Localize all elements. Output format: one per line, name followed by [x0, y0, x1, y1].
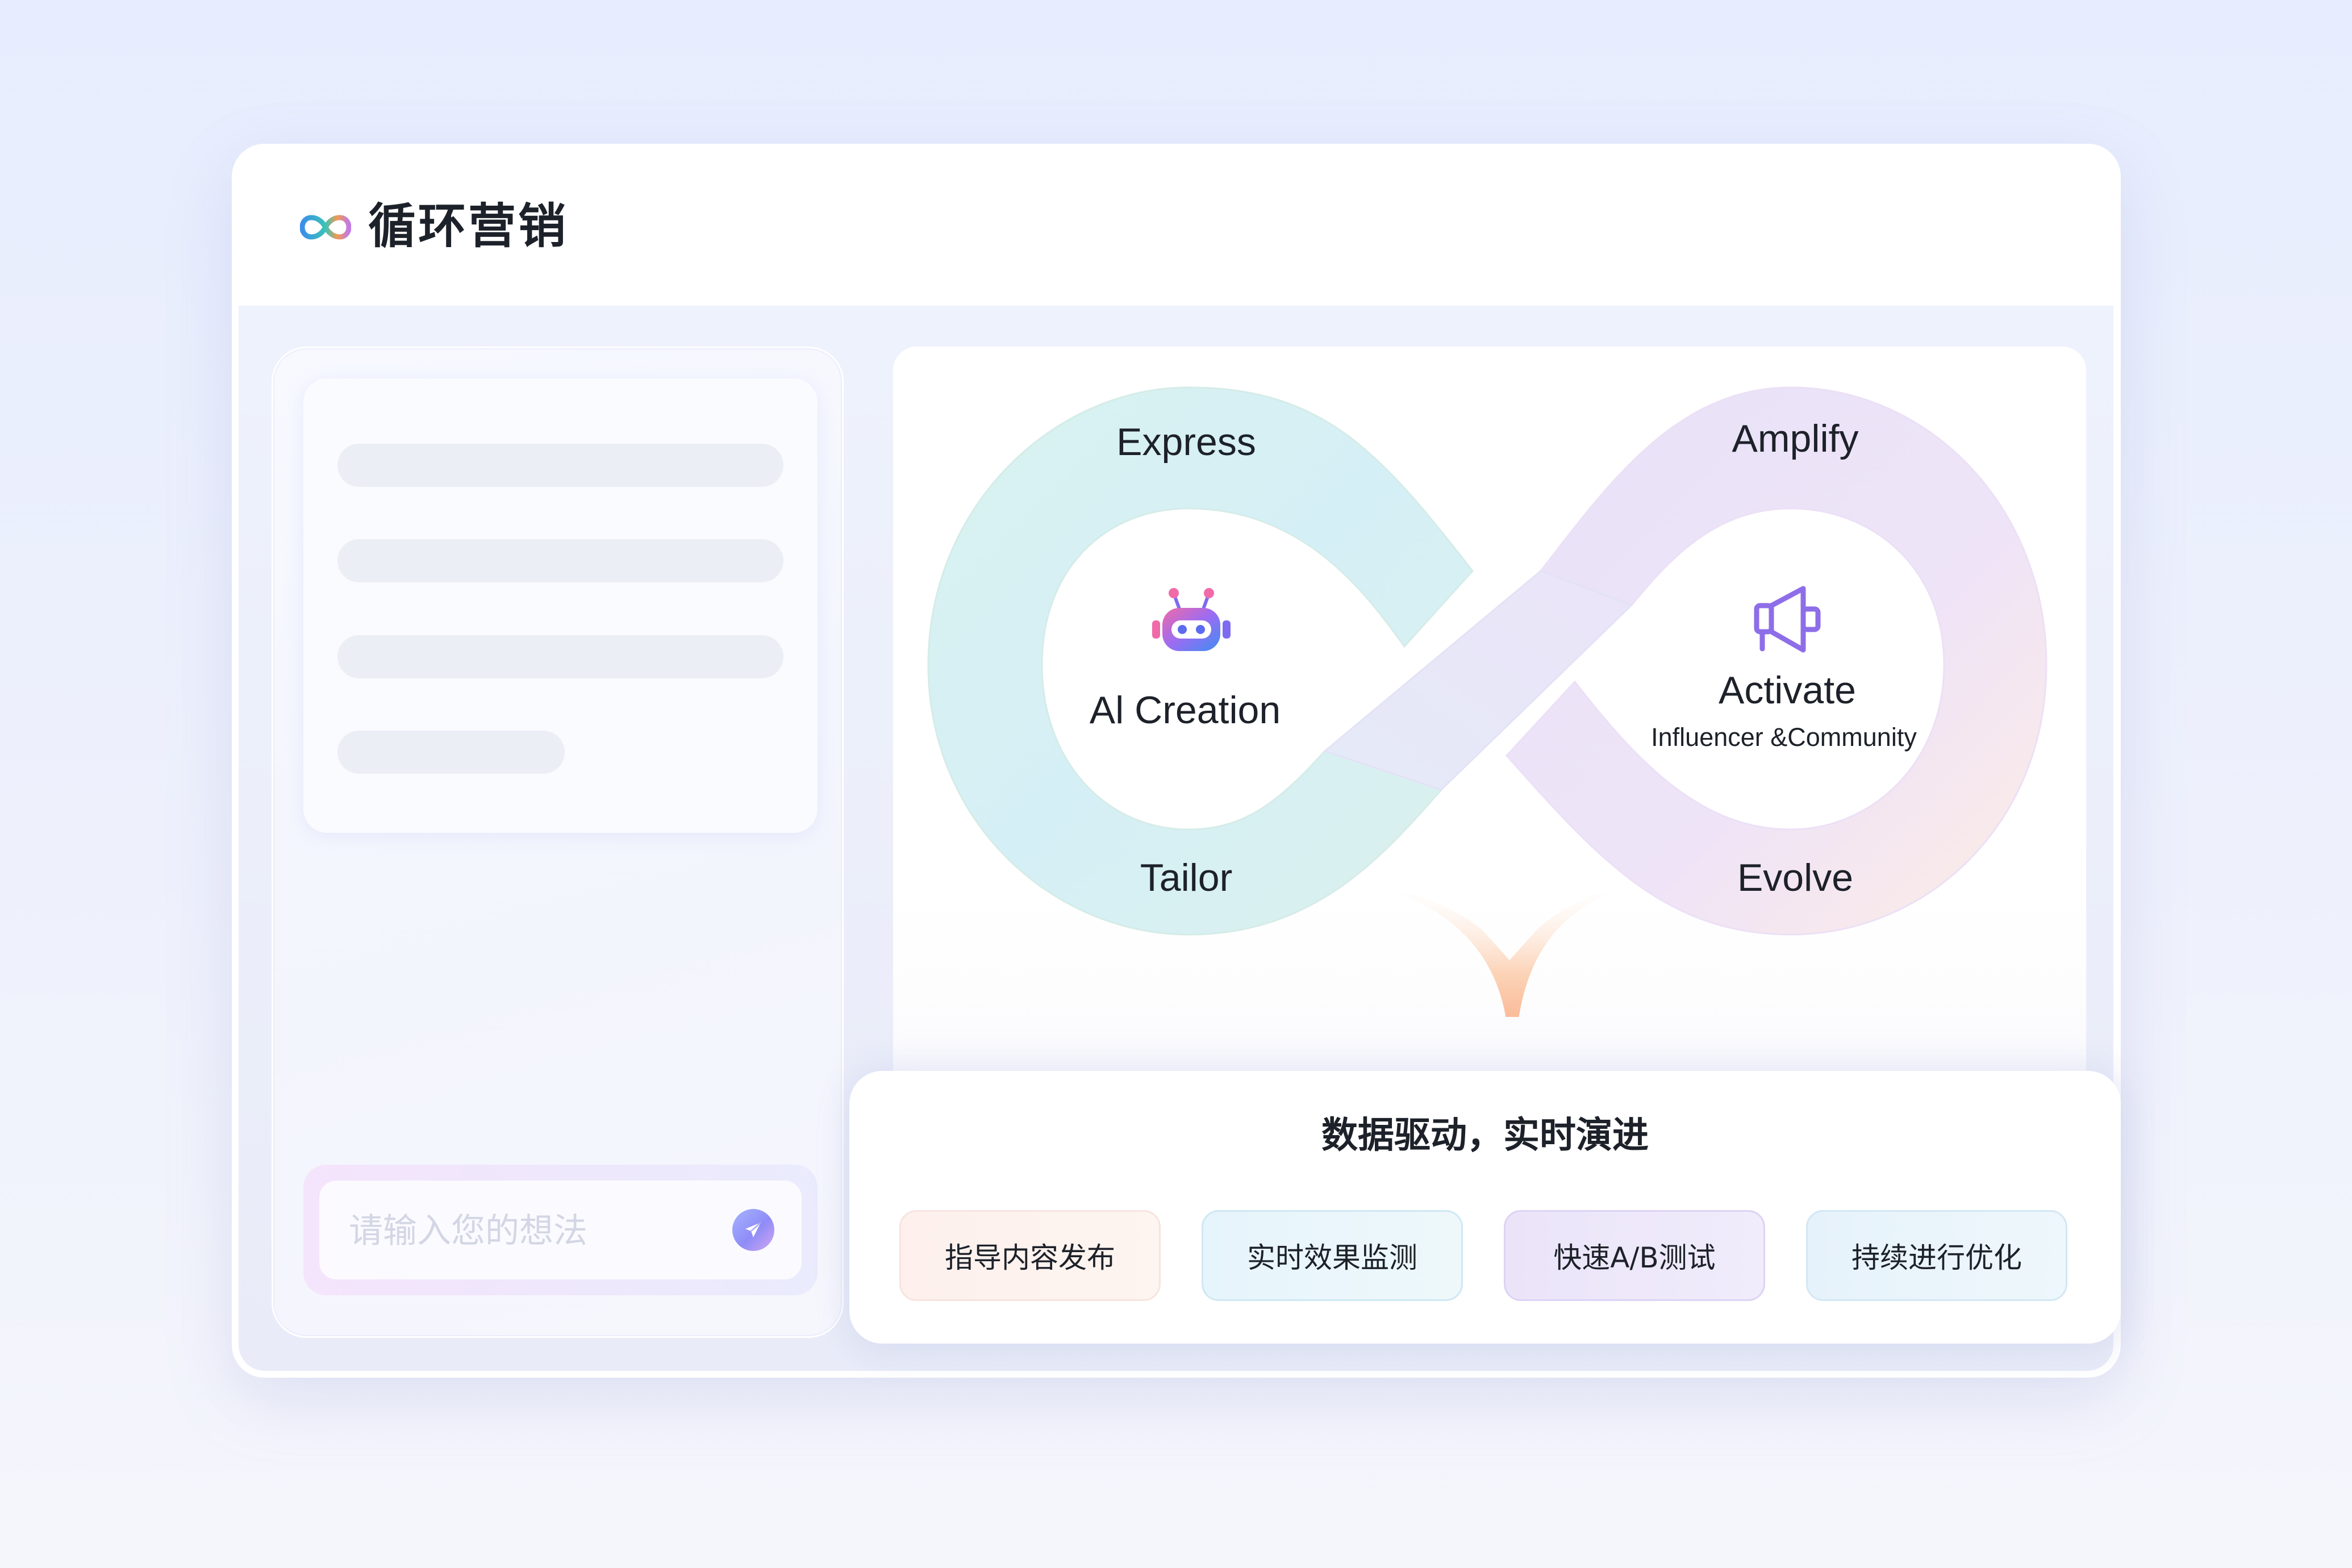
skeleton-line [337, 539, 783, 582]
chat-input-placeholder: 请输入您的想法 [349, 1211, 587, 1251]
activate-title: Activate [1719, 669, 1856, 712]
activate-subtitle: Influencer &Community [1651, 723, 1917, 752]
chat-input[interactable]: 请输入您的想法 [319, 1181, 802, 1279]
skeleton-line [337, 635, 783, 678]
chip-content-publishing[interactable]: 指导内容发布 [899, 1210, 1161, 1301]
label-express: Express [1116, 420, 1256, 464]
summary-card: 数据驱动，实时演进 指导内容发布 实时效果监测 快速A/B测试 持续进行优化 [849, 1071, 2121, 1344]
infinity-logo-icon [300, 215, 351, 240]
label-tailor: Tailor [1140, 856, 1233, 899]
label-evolve: Evolve [1737, 856, 1854, 899]
chip-continuous-optimization[interactable]: 持续进行优化 [1806, 1210, 2067, 1301]
megaphone-icon [1754, 586, 1821, 653]
arrow-down-icon [1365, 883, 1637, 1017]
send-button[interactable] [732, 1209, 774, 1251]
paper-plane-icon [745, 1222, 761, 1237]
infinity-loop-graphic [927, 386, 2047, 1017]
chat-panel: 请输入您的想法 [272, 347, 844, 1338]
ai-creation-title: Al Creation [1089, 689, 1281, 732]
robot-icon [1152, 588, 1231, 651]
chat-message-card [303, 378, 818, 833]
chip-realtime-monitoring[interactable]: 实时效果监测 [1202, 1210, 1463, 1301]
chat-input-box: 请输入您的想法 [303, 1165, 818, 1295]
summary-title: 数据驱动，实时演进 [1321, 1115, 1649, 1157]
chip-label: 持续进行优化 [1851, 1241, 2022, 1274]
skeleton-line [337, 444, 783, 487]
chip-label: 实时效果监测 [1247, 1241, 1417, 1274]
label-amplify: Amplify [1732, 417, 1859, 460]
chip-label: 快速A/B测试 [1553, 1241, 1716, 1274]
chip-label: 指导内容发布 [945, 1241, 1115, 1274]
header: 循环营销 [232, 144, 2121, 306]
skeleton-line [337, 731, 565, 774]
chip-ab-testing[interactable]: 快速A/B测试 [1504, 1210, 1765, 1301]
app-title: 循环营销 [368, 198, 569, 254]
